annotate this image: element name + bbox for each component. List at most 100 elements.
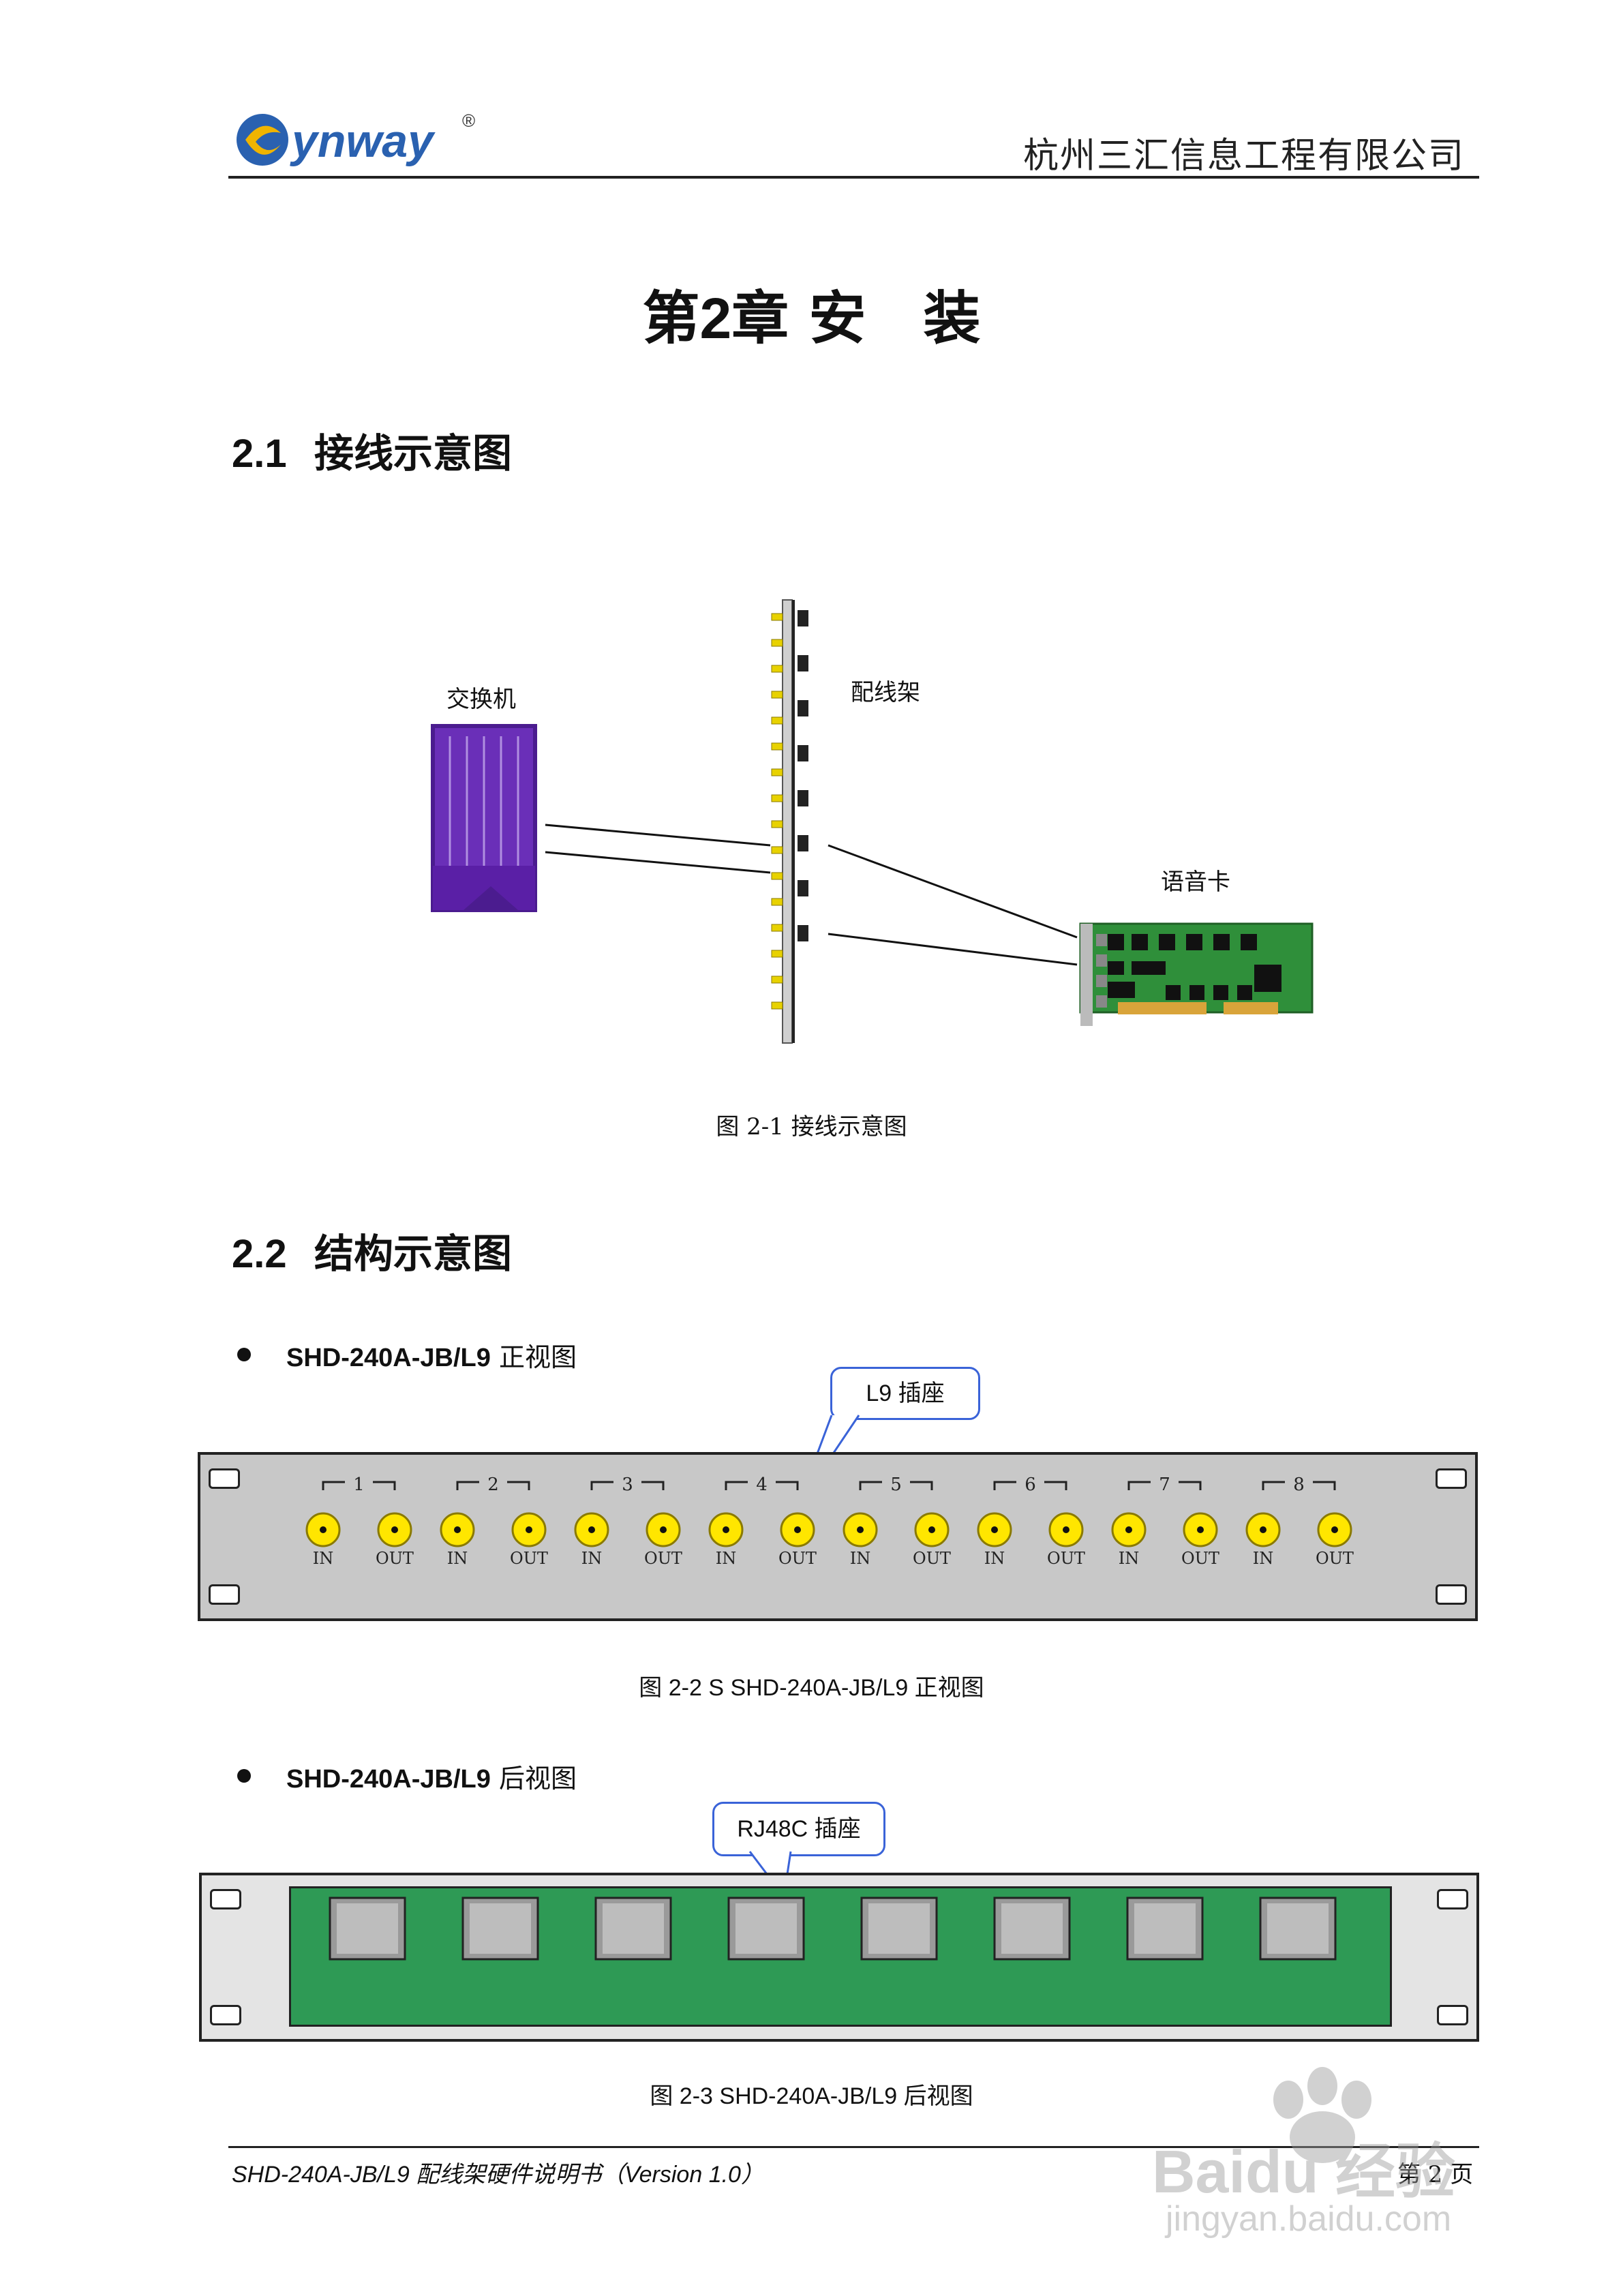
frame-port [771,924,783,932]
port-group-bracket [993,1481,1016,1490]
frame-rj-jack [798,700,808,716]
mount-slot [1436,1468,1467,1489]
port-group-bracket [1313,1481,1336,1490]
rear-view-model: SHD-240A-JB/L9 [286,1765,491,1794]
socket-face [735,1903,797,1954]
chapter-suffix: 章 安 装 [731,285,981,352]
port-label: IN [984,1549,1005,1568]
port-label: IN [581,1549,602,1568]
front-view-suffix: 正视图 [490,1342,577,1372]
port-label: IN [1253,1549,1273,1568]
port-label: OUT [778,1549,817,1568]
port-label: IN [447,1549,468,1568]
port-group-number: 1 [353,1475,365,1495]
socket-face [1001,1903,1063,1954]
port-group-number: 3 [622,1475,633,1495]
bullet-dot [237,1348,251,1361]
frame-port [771,950,783,958]
port-group-bracket [776,1481,799,1490]
socket-pin [391,1526,398,1533]
socket-pin [1063,1526,1070,1533]
port-group-number: 6 [1025,1475,1036,1495]
chapter-title: 第2章 安 装 [0,273,1623,355]
socket-pin [794,1526,801,1533]
paw-icon [1273,2067,1371,2163]
company-name: 杭州三汇信息工程有限公司 [1022,136,1465,177]
section-heading-2-2: 2.2 结构示意图 [232,1222,512,1279]
section-number: 2.1 [232,432,287,476]
frame-rj-jack [798,790,808,806]
frame-port [771,613,783,621]
port-label: IN [850,1549,870,1568]
port-group-bracket [1262,1481,1285,1490]
front-view-bullet: SHD-240A-JB/L9 正视图 [286,1336,577,1374]
port-group-bracket [910,1481,933,1490]
socket-pin [857,1526,864,1533]
chapter-number: 2 [699,286,732,350]
frame-port [771,898,783,906]
front-view-model: SHD-240A-JB/L9 [286,1344,491,1372]
rj48c-socket-callout: RJ48C 插座 [712,1802,885,1856]
port-group-bracket [507,1481,530,1490]
watermark-brand: Baidu 经验 [1152,2138,1455,2205]
socket-pin [1331,1526,1338,1533]
socket-pin [320,1526,327,1533]
frame-rj-jack [798,655,808,671]
frame-port [771,820,783,828]
port-group-bracket [859,1481,882,1490]
socket-face [1267,1903,1329,1954]
footer-doc-title: SHD-240A-JB/L9 配线架硬件说明书（Version 1.0） [232,2162,764,2188]
socket-pin [660,1526,667,1533]
section-heading-2-1: 2.1 接线示意图 [232,421,512,479]
header-rule [228,176,1479,179]
port-label: OUT [510,1549,548,1568]
wiring-diagram: 交换机 配线架 语音卡 [409,593,1363,1070]
port-group-bracket [1127,1481,1151,1490]
port-group-bracket [590,1481,613,1490]
port-group-bracket [456,1481,479,1490]
socket-face [868,1903,930,1954]
port-label: IN [716,1549,736,1568]
frame-rj-jack [798,610,808,626]
mount-slot [210,2005,241,2025]
bullet-dot [237,1769,251,1783]
port-label: OUT [913,1549,951,1568]
frame-rj-jack [798,745,808,761]
socket-pin [928,1526,935,1533]
frame-rj-jack [798,835,808,851]
port-label: IN [313,1549,333,1568]
patch-frame-device [771,599,808,1044]
frame-port [771,976,783,984]
port-group-number: 8 [1293,1475,1305,1495]
port-group-number: 2 [487,1475,499,1495]
socket-pin [454,1526,461,1533]
socket-pin [1197,1526,1204,1533]
socket-pin [526,1526,532,1533]
port-group-bracket [1044,1481,1067,1490]
watermark-url: jingyan.baidu.com [1166,2199,1452,2239]
mount-slot [1437,1889,1468,1909]
chapter-prefix: 第 [642,285,700,352]
voice-card-device [1079,922,1314,1026]
figure-caption-2-3: 图 2-3 SHD-240A-JB/L9 后视图 [650,2083,973,2109]
port-label: OUT [376,1549,414,1568]
socket-pin [1125,1526,1132,1533]
frame-port [771,1001,783,1010]
baidu-watermark: Baidu 经验 jingyan.baidu.com [1152,2059,1534,2250]
socket-pin [991,1526,998,1533]
port-group-bracket [725,1481,748,1490]
mount-slot [1436,1584,1467,1605]
frame-port [771,639,783,647]
rear-view-bullet: SHD-240A-JB/L9 后视图 [286,1757,577,1795]
figure-caption-2-2: 图 2-2 S SHD-240A-JB/L9 正视图 [639,1675,984,1701]
patch-frame-label: 配线架 [851,679,920,706]
frame-port [771,716,783,725]
section-number: 2.2 [232,1232,287,1276]
mount-slot [210,1889,241,1909]
figure-caption-2-1: 图 2-1 接线示意图 [716,1113,907,1141]
footer-rule [228,2146,1479,2148]
port-label: OUT [644,1549,682,1568]
mount-slot [209,1584,240,1605]
socket-face [470,1903,531,1954]
